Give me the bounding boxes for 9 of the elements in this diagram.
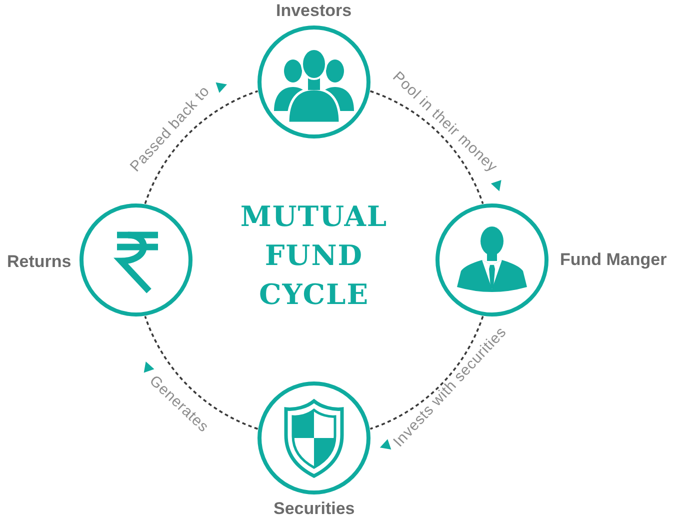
diagram-title: MUTUAL FUND CYCLE <box>239 198 389 312</box>
dashed-arrow <box>370 90 502 204</box>
node-label: Fund Manger <box>560 250 667 270</box>
node-label: Securities <box>274 499 355 519</box>
dashed-arrow <box>144 316 258 430</box>
dashed-arrow <box>144 82 258 204</box>
dashed-arrow <box>370 316 484 450</box>
node-label: Investors <box>276 1 352 21</box>
node-label: Returns <box>7 252 72 272</box>
